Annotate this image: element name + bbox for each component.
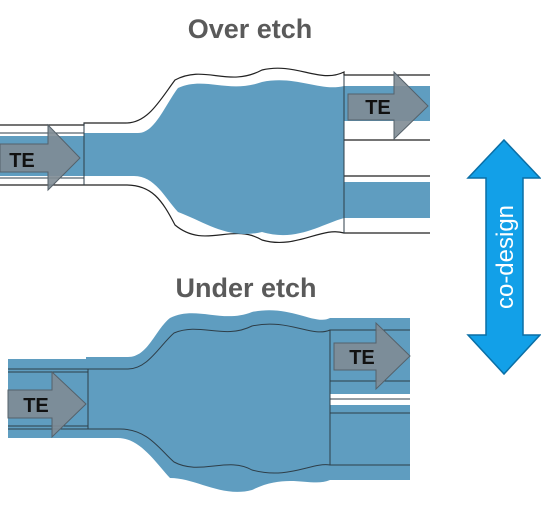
under-etch-output-mode-arrow: TE (333, 321, 411, 391)
double-headed-arrow-icon (466, 138, 541, 376)
under-etch-title: Under etch (175, 273, 316, 303)
over-etch-panel: Over etch TE TE (0, 14, 430, 244)
under-etch-input-mode-label: TE (23, 395, 49, 417)
over-etch-output-mode-label: TE (365, 97, 391, 119)
mode-arrow-icon (347, 70, 429, 141)
co-design-double-arrow: co-design (466, 138, 541, 376)
over-etch-title: Over etch (188, 14, 313, 44)
under-etch-input-mode-arrow: TE (7, 370, 87, 439)
mode-arrow-icon (333, 321, 411, 391)
mode-arrow-icon (7, 370, 87, 439)
under-etch-nominal-outline (8, 323, 410, 474)
over-etch-output-mode-arrow: TE (347, 70, 429, 141)
co-design-label: co-design (492, 205, 519, 309)
under-etch-waveguide-core (8, 310, 410, 492)
under-etch-panel: Under etch TE TE (7, 273, 411, 492)
under-etch-output-mode-label: TE (349, 347, 375, 369)
mode-arrow-icon (0, 123, 81, 192)
over-etch-waveguide-core (0, 80, 430, 236)
over-etch-input-mode-label: TE (9, 150, 35, 172)
over-etch-core-edges (0, 75, 345, 233)
over-etch-input-mode-arrow: TE (0, 123, 81, 192)
